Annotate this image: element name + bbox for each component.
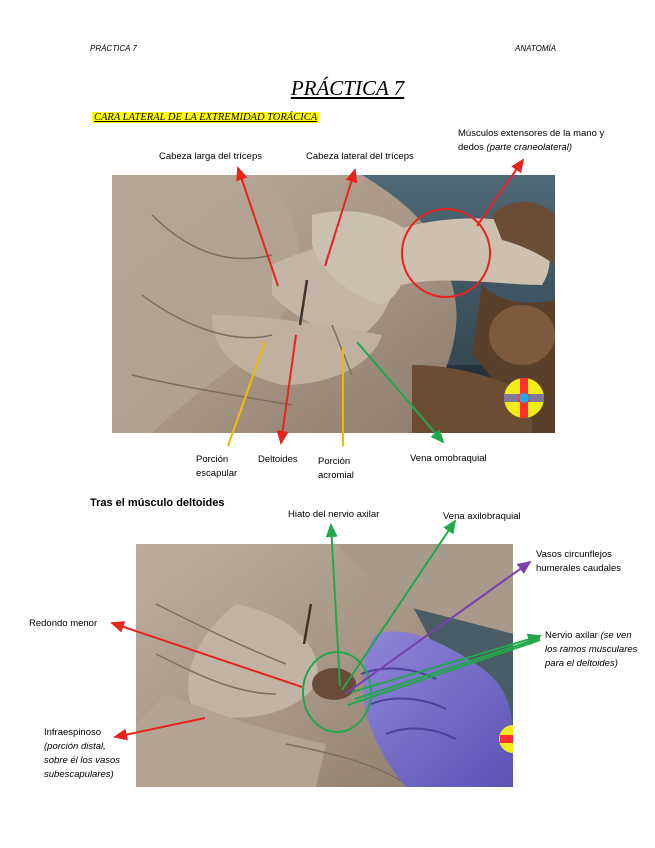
arrow-nervio-axilar-1 <box>351 633 542 693</box>
label-cabeza-lateral: Cabeza lateral del tríceps <box>306 151 414 162</box>
section-heading-deltoides: Tras el músculo deltoides <box>90 497 225 509</box>
dissection-image-1 <box>112 175 555 433</box>
arrow-nervio-axilar-2 <box>354 637 541 700</box>
arrow-nervio-axilar-3 <box>347 639 541 706</box>
orientation-marker-1 <box>504 378 544 418</box>
orientation-marker-2 <box>499 725 513 753</box>
section-heading-lateral: CARA LATERAL DE LA EXTREMIDAD TORÁCICA <box>92 112 320 123</box>
label-vena-omobraquial: Vena omobraquial <box>410 453 487 464</box>
arrow-redondo-menor <box>110 621 303 688</box>
arrow-cabeza-lateral <box>324 168 358 267</box>
label-deltoides: Deltoides <box>258 454 298 465</box>
extensor-circle <box>401 208 491 298</box>
header-left: PRÁCTICA 7 <box>90 44 137 53</box>
label-vena-axilobraquial: Vena axilobraquial <box>443 511 521 522</box>
label-hiato: Hiato del nervio axilar <box>288 509 380 520</box>
arrow-extensores <box>476 158 525 227</box>
axillary-hiatus-circle <box>302 651 372 733</box>
arrow-deltoides <box>276 334 297 445</box>
label-vasos-circunflejos: Vasos circunflejos humerales caudales <box>536 549 622 574</box>
dissection-photo-lateral <box>112 175 555 433</box>
label-porcion-acromial: Porción acromial <box>318 456 354 481</box>
header-right: ANATOMÍA <box>515 44 557 53</box>
page-title: PRÁCTICA 7 <box>290 76 405 100</box>
label-nervio-axilar: Nervio axilar (se ven los ramos muscular… <box>545 630 638 669</box>
arrow-vasos-circunflejos <box>344 560 532 695</box>
arrow-hiato <box>325 523 341 687</box>
arrow-vena-axilobraquial <box>341 519 457 691</box>
label-extensores: Músculos extensores de la mano y dedos (… <box>458 128 605 153</box>
line-porcion-escapular <box>227 341 266 447</box>
label-cabeza-larga: Cabeza larga del tríceps <box>159 151 262 162</box>
arrow-vena-omobraquial <box>356 341 445 444</box>
label-porcion-escapular: Porción escapular <box>196 454 238 479</box>
dissection-image-2 <box>136 544 513 787</box>
dissection-photo-deltoid <box>136 544 513 787</box>
label-infraespinoso: Infraespinoso (porción distal, sobre él … <box>44 727 121 780</box>
arrow-cabeza-larga <box>236 166 279 287</box>
arrow-infraespinoso <box>113 717 206 741</box>
label-redondo-menor: Redondo menor <box>29 618 98 629</box>
